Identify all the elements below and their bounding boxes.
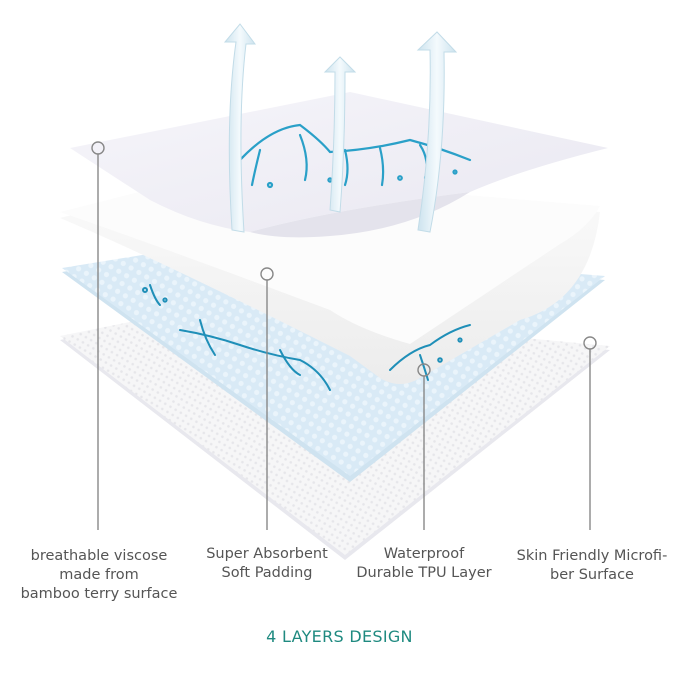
callout-layer-3: [417, 363, 431, 530]
label-line: Waterproof: [383, 546, 465, 562]
label-layer-3: Waterproof Durable TPU Layer: [350, 545, 498, 583]
label-line: Durable TPU Layer: [356, 565, 492, 581]
label-line: Soft Padding: [221, 565, 313, 581]
water-splash-top: [238, 123, 472, 189]
label-layer-1: breathable viscose made from bamboo terr…: [8, 547, 190, 604]
label-line: ber Surface: [550, 567, 634, 583]
callout-layer-1: [91, 141, 105, 530]
callout-layer-4: [583, 336, 597, 530]
infographic-title: 4 LAYERS DESIGN: [266, 627, 413, 646]
water-splash-lower: [142, 284, 471, 391]
label-line: bamboo terry surface: [20, 586, 178, 602]
label-layer-4: Skin Friendly Microfi- ber Surface: [505, 547, 679, 585]
label-line: Super Absorbent: [206, 546, 328, 562]
up-arrow-middle: [323, 56, 357, 213]
label-line: made from: [59, 567, 139, 583]
callout-layer-2: [260, 267, 274, 530]
label-line: Skin Friendly Microfi-: [516, 548, 668, 564]
label-line: breathable viscose: [30, 548, 168, 564]
label-layer-2: Super Absorbent Soft Padding: [196, 545, 338, 583]
up-arrow-right: [416, 31, 458, 233]
up-arrow-left: [223, 23, 256, 233]
